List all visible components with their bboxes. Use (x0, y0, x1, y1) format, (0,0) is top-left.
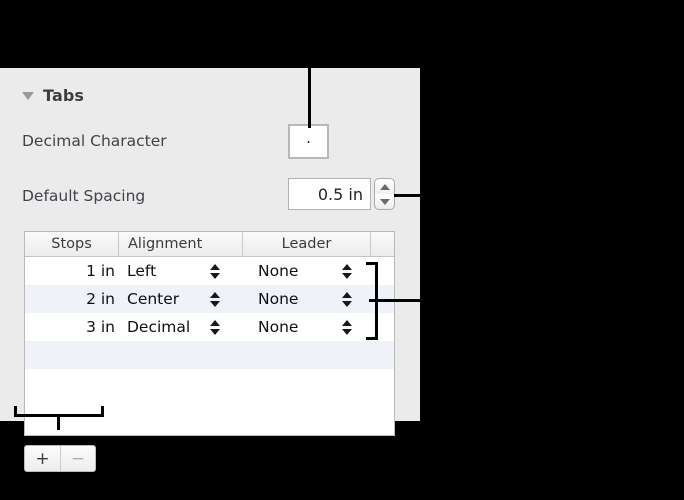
decimal-character-input[interactable]: . (288, 124, 329, 159)
alignment-stepper[interactable] (210, 263, 220, 279)
triangle-down-icon[interactable] (342, 300, 352, 307)
triangle-up-icon[interactable] (210, 291, 220, 298)
triangle-up-icon[interactable] (210, 319, 220, 326)
default-spacing-label: Default Spacing (22, 187, 146, 205)
callout-line-default-spacing (394, 194, 684, 197)
cell-stop[interactable]: 3 in (86, 318, 115, 336)
triangle-down-icon[interactable] (22, 91, 34, 100)
add-remove-segmented-control[interactable]: + − (24, 445, 96, 472)
cell-leader[interactable]: None (242, 318, 370, 336)
triangle-up-icon[interactable] (210, 263, 220, 270)
triangle-down-icon[interactable] (210, 328, 220, 335)
triangle-down-icon[interactable] (210, 300, 220, 307)
triangle-down-icon[interactable] (342, 272, 352, 279)
decimal-character-label: Decimal Character (22, 132, 167, 150)
table-header-row: Stops Alignment Leader (25, 232, 394, 257)
cell-leader-value: None (258, 290, 299, 308)
triangle-down-icon[interactable] (342, 328, 352, 335)
leader-stepper[interactable] (342, 263, 352, 279)
alignment-stepper[interactable] (210, 319, 220, 335)
default-spacing-stepper[interactable] (374, 178, 395, 210)
table-row[interactable]: 1 in Left None (25, 257, 394, 285)
cell-leader[interactable]: None (242, 262, 370, 280)
leader-stepper[interactable] (342, 291, 352, 307)
tabs-inspector-panel: Tabs Decimal Character . Default Spacing… (0, 68, 420, 472)
callout-line-tab-stop-rows (369, 299, 684, 302)
column-header-extra[interactable] (370, 232, 394, 256)
triangle-up-icon[interactable] (379, 183, 390, 190)
triangle-down-icon[interactable] (210, 272, 220, 279)
callout-line-decimal-character (308, 68, 311, 128)
page-title: Tabs (43, 86, 85, 105)
callout-line-add-remove (57, 414, 60, 430)
alignment-stepper[interactable] (210, 291, 220, 307)
table-filler (25, 369, 394, 397)
cell-alignment[interactable]: Decimal (118, 318, 242, 336)
default-spacing-value: 0.5 in (317, 184, 363, 204)
add-tab-stop-button[interactable]: + (35, 448, 50, 469)
column-header-stops[interactable]: Stops (51, 236, 92, 252)
cell-alignment-value: Center (127, 290, 180, 308)
cell-stop[interactable]: 2 in (86, 290, 115, 308)
table-row[interactable]: 3 in Decimal None (25, 313, 394, 341)
triangle-down-icon[interactable] (379, 198, 390, 205)
cell-alignment-value: Decimal (127, 318, 191, 336)
column-header-leader[interactable]: Leader (242, 232, 370, 256)
tabs-section-header[interactable]: Tabs (22, 86, 84, 105)
cell-leader-value: None (258, 318, 299, 336)
remove-tab-stop-button[interactable]: − (60, 446, 95, 471)
triangle-up-icon[interactable] (342, 263, 352, 270)
cell-alignment[interactable]: Center (118, 290, 242, 308)
default-spacing-input[interactable]: 0.5 in (288, 178, 371, 210)
triangle-up-icon[interactable] (342, 319, 352, 326)
leader-stepper[interactable] (342, 319, 352, 335)
cell-alignment[interactable]: Left (118, 262, 242, 280)
cell-alignment-value: Left (127, 262, 157, 280)
cell-leader-value: None (258, 262, 299, 280)
cell-leader[interactable]: None (242, 290, 370, 308)
table-row[interactable]: 2 in Center None (25, 285, 394, 313)
cell-stop[interactable]: 1 in (86, 262, 115, 280)
table-empty-row[interactable] (25, 341, 394, 369)
decimal-character-value: . (306, 129, 311, 147)
tab-stops-table: Stops Alignment Leader 1 in Left None (24, 231, 395, 436)
column-header-alignment[interactable]: Alignment (118, 232, 242, 256)
triangle-up-icon[interactable] (342, 291, 352, 298)
